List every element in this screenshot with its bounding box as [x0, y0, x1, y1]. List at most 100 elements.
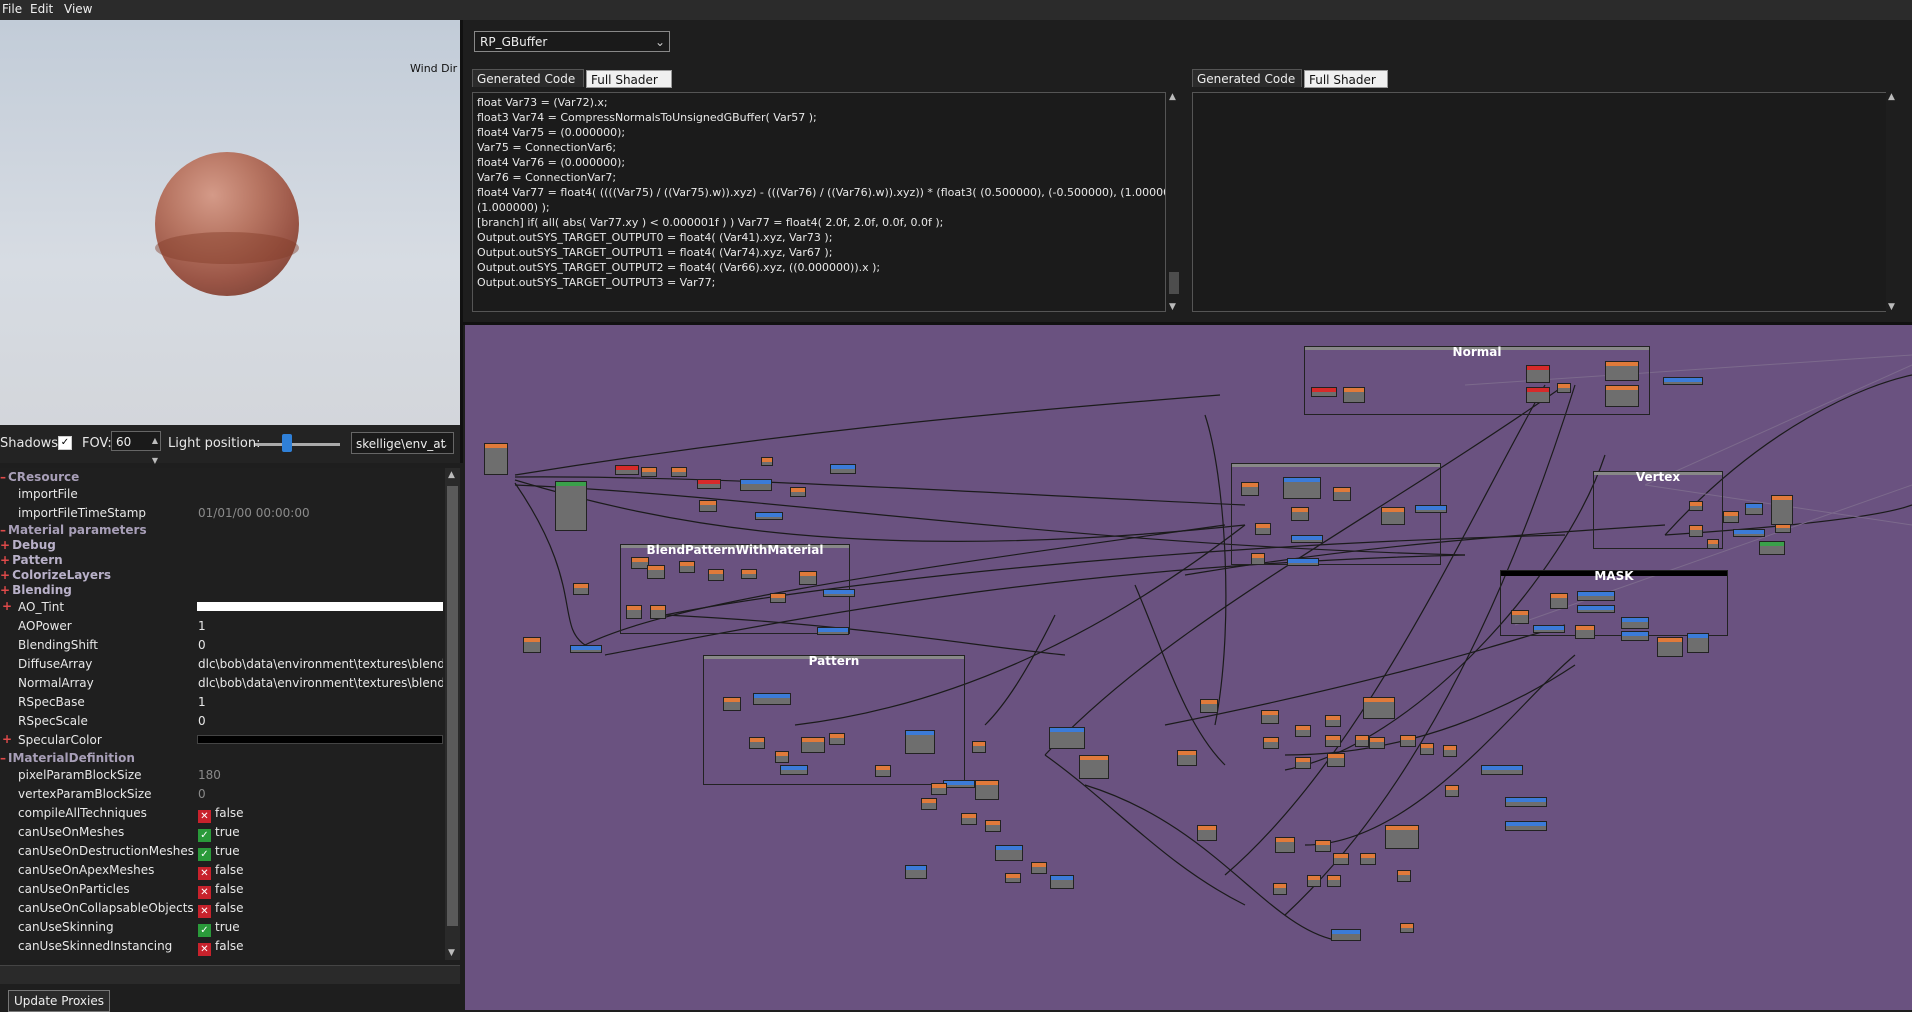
graph-node[interactable]: [641, 467, 657, 477]
graph-node[interactable]: [1369, 737, 1385, 749]
graph-node[interactable]: [1443, 745, 1457, 757]
true-check-icon[interactable]: ✓: [198, 829, 211, 842]
graph-node[interactable]: [1177, 750, 1197, 766]
graph-node[interactable]: [1745, 503, 1763, 515]
graph-node[interactable]: [1325, 715, 1341, 727]
graph-node[interactable]: [1327, 753, 1345, 767]
scroll-down-icon[interactable]: ▼: [1888, 302, 1895, 312]
scroll-up-icon[interactable]: ▲: [448, 470, 455, 480]
graph-node[interactable]: [1707, 539, 1719, 549]
graph-node[interactable]: [650, 605, 666, 619]
graph-node[interactable]: [1445, 785, 1459, 797]
code-ps-scrollbar[interactable]: ▲ ▼: [1167, 92, 1181, 312]
graph-node[interactable]: [761, 457, 773, 466]
horizontal-scrollbar[interactable]: [0, 965, 460, 984]
graph-node[interactable]: [615, 465, 639, 475]
graph-node[interactable]: [708, 569, 724, 581]
graph-node[interactable]: [1385, 825, 1419, 849]
prop-flag[interactable]: compileAllTechniques✕false: [18, 806, 244, 823]
graph-node[interactable]: [1577, 605, 1615, 613]
graph-node[interactable]: [484, 443, 508, 475]
graph-node[interactable]: [1333, 853, 1349, 865]
group-pattern[interactable]: Pattern: [703, 654, 965, 785]
graph-node[interactable]: [573, 583, 589, 595]
code-vs-scrollbar[interactable]: ▲ ▼: [1886, 92, 1900, 312]
graph-node[interactable]: [1663, 377, 1703, 385]
graph-node[interactable]: [1771, 495, 1793, 525]
graph-node[interactable]: [1273, 883, 1287, 895]
generated-code-vs-editor[interactable]: [1192, 92, 1892, 312]
graph-node[interactable]: [775, 751, 789, 763]
graph-node[interactable]: [1605, 385, 1639, 407]
render-pass-select[interactable]: RP_GBuffer⌄: [474, 31, 670, 52]
shadows-checkbox[interactable]: ✓: [58, 436, 72, 450]
graph-node[interactable]: [753, 693, 791, 705]
graph-node[interactable]: [1415, 505, 1447, 513]
graph-node[interactable]: [905, 865, 927, 879]
graph-node[interactable]: [799, 571, 817, 585]
graph-node[interactable]: [1333, 487, 1351, 501]
prop-ao-tint[interactable]: +AO_Tint: [0, 598, 445, 617]
group-colorizelayers[interactable]: +ColorizeLayers: [0, 568, 112, 582]
graph-node[interactable]: [1343, 387, 1365, 403]
graph-node[interactable]: [1381, 507, 1405, 525]
graph-node[interactable]: [823, 589, 855, 597]
graph-node[interactable]: [1311, 387, 1337, 397]
graph-node[interactable]: [1325, 735, 1341, 747]
graph-node[interactable]: [801, 737, 825, 753]
graph-node[interactable]: [1050, 875, 1074, 889]
graph-node[interactable]: [1533, 625, 1565, 633]
graph-node[interactable]: [1241, 482, 1259, 496]
graph-node[interactable]: [1315, 840, 1331, 852]
graph-node[interactable]: [671, 467, 687, 477]
true-check-icon[interactable]: ✓: [198, 924, 211, 937]
scroll-down-icon[interactable]: ▼: [1169, 302, 1176, 312]
graph-node[interactable]: [523, 637, 541, 653]
category-imaterialdefinition[interactable]: –IMaterialDefinition: [0, 751, 135, 765]
graph-node[interactable]: [1283, 477, 1321, 499]
graph-node[interactable]: [817, 627, 849, 635]
update-proxies-button[interactable]: Update Proxies: [8, 990, 110, 1012]
graph-node[interactable]: [972, 741, 986, 753]
graph-node[interactable]: [921, 798, 937, 810]
graph-node[interactable]: [905, 730, 935, 754]
graph-node[interactable]: [1689, 501, 1703, 511]
graph-node[interactable]: [1577, 591, 1615, 601]
graph-node[interactable]: [647, 565, 665, 579]
properties-scrollbar[interactable]: ▲ ▼: [445, 468, 460, 960]
graph-node[interactable]: [1049, 727, 1085, 749]
graph-node[interactable]: [1031, 862, 1047, 874]
group-normal[interactable]: Normal: [1304, 345, 1650, 415]
graph-node[interactable]: [1505, 797, 1547, 807]
graph-node[interactable]: [1079, 755, 1109, 779]
group-vertex[interactable]: Vertex: [1593, 470, 1723, 549]
prop-importfile[interactable]: importFile: [18, 487, 78, 501]
graph-node[interactable]: [875, 765, 891, 777]
false-x-icon[interactable]: ✕: [198, 943, 211, 956]
prop-flag[interactable]: canUseOnCollapsableObjects✕false: [18, 901, 244, 918]
material-preview-viewport[interactable]: Wind Dir: [0, 20, 463, 425]
graph-node[interactable]: [931, 783, 947, 795]
light-position-slider-handle[interactable]: [282, 434, 292, 452]
graph-node[interactable]: [943, 780, 975, 788]
tab-full-shader-ps[interactable]: Full Shader PS: [586, 70, 672, 105]
graph-node[interactable]: [1621, 631, 1649, 641]
prop-flag[interactable]: canUseOnApexMeshes✕false: [18, 863, 244, 880]
graph-node[interactable]: [1575, 625, 1595, 639]
false-x-icon[interactable]: ✕: [198, 905, 211, 918]
graph-node[interactable]: [1621, 617, 1649, 629]
graph-node[interactable]: [626, 605, 642, 619]
true-check-icon[interactable]: ✓: [198, 848, 211, 861]
graph-node[interactable]: [1733, 529, 1765, 537]
scrollbar-thumb[interactable]: [447, 486, 458, 926]
graph-node[interactable]: [1251, 553, 1265, 565]
false-x-icon[interactable]: ✕: [198, 867, 211, 880]
menu-edit[interactable]: Edit: [30, 2, 54, 16]
graph-node[interactable]: [1287, 558, 1319, 566]
